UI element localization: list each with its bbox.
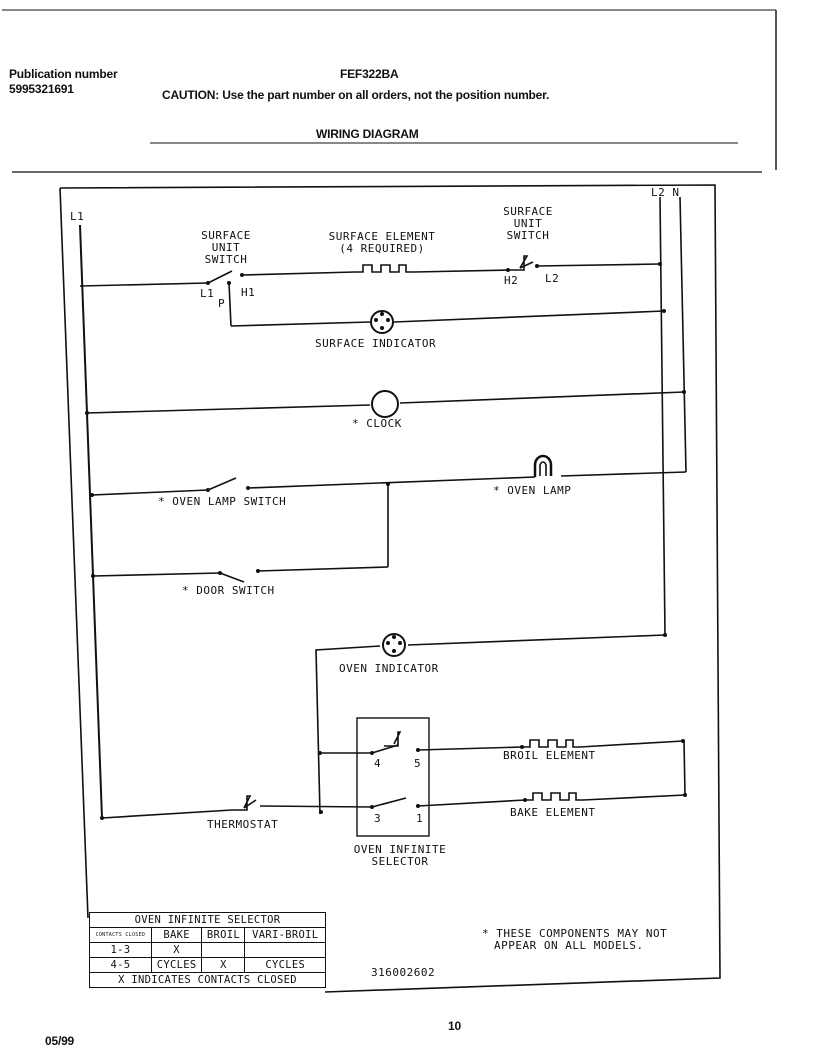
surface-unit-switch-right-label-2: UNIT (513, 217, 543, 230)
surface-unit-switch-right-label-1: SURFACE (503, 205, 553, 218)
surface-indicator-label: SURFACE INDICATOR (315, 337, 437, 350)
surface-unit-switch-left-label-3: SWITCH (204, 253, 248, 266)
oven-lamp-switch-label: * OVEN LAMP SWITCH (158, 495, 287, 508)
thermostat-label: THERMOSTAT (207, 818, 279, 831)
table-row: 1-3 X (89, 942, 326, 958)
oven-lamp-icon (533, 454, 553, 477)
oven-indicator-label: OVEN INDICATOR (339, 662, 439, 675)
models-note-line-2: APPEAR ON ALL MODELS. (494, 939, 644, 952)
model-number: FEF322BA (340, 67, 399, 81)
selector-terminal-4: 4 (374, 757, 382, 770)
oven-infinite-selector-label-1: OVEN INFINITE (353, 843, 447, 856)
date-code: 05/99 (45, 1034, 75, 1048)
bake-element-label: BAKE ELEMENT (510, 806, 596, 819)
oven-infinite-selector-label-2: SELECTOR (371, 855, 429, 868)
switch-h1-label: H1 (241, 286, 256, 299)
publication-label: Publication number (9, 67, 118, 81)
oven-indicator-icon (382, 633, 406, 657)
switch-p-label: P (218, 297, 226, 310)
page-title: WIRING DIAGRAM (316, 127, 419, 141)
selector-table-col-vari-broil: VARI-BROIL (244, 927, 326, 943)
switch-l2-label: L2 (545, 272, 560, 285)
selector-table-corner: CONTACTS CLOSED (89, 927, 152, 943)
publication-number: 5995321691 (9, 82, 74, 96)
table-cell: 4-5 (89, 957, 152, 973)
switch-h2-label: H2 (504, 274, 519, 287)
selector-terminal-5: 5 (414, 757, 422, 770)
models-note-line-1: * THESE COMPONENTS MAY NOT (482, 927, 668, 940)
surface-unit-switch-left-label-2: UNIT (211, 241, 241, 254)
selector-table-title: OVEN INFINITE SELECTOR (89, 912, 326, 928)
surface-element-quantity-label: (4 REQUIRED) (339, 242, 425, 255)
switch-l1-label: L1 (200, 287, 215, 300)
selector-terminal-1: 1 (416, 812, 424, 825)
door-switch-label: * DOOR SWITCH (182, 584, 275, 597)
page-number: 10 (448, 1019, 461, 1033)
selector-table-footer: X INDICATES CONTACTS CLOSED (89, 972, 326, 988)
table-cell: X (201, 957, 246, 973)
table-cell: 1-3 (89, 942, 152, 958)
surface-indicator-icon (370, 310, 394, 334)
table-cell (244, 942, 326, 958)
oven-lamp-label: * OVEN LAMP (493, 484, 572, 497)
part-number: 316002602 (371, 966, 436, 979)
clock-label: * CLOCK (352, 417, 402, 430)
l2-n-terminal-label: L2 N (651, 186, 680, 199)
clock-icon (371, 390, 399, 418)
selector-table: OVEN INFINITE SELECTOR CONTACTS CLOSED B… (89, 912, 326, 988)
table-cell: X (150, 942, 203, 958)
surface-unit-switch-left-label-1: SURFACE (201, 229, 251, 242)
caution-text: CAUTION: Use the part number on all orde… (162, 88, 550, 102)
table-cell: CYCLES (150, 957, 203, 973)
selector-terminal-3: 3 (374, 812, 382, 825)
surface-element-label: SURFACE ELEMENT (328, 230, 436, 243)
surface-unit-switch-right-label-3: SWITCH (506, 229, 550, 242)
selector-table-col-broil: BROIL (201, 927, 246, 943)
table-cell (201, 942, 246, 958)
table-cell: CYCLES (244, 957, 326, 973)
table-row: 4-5 CYCLES X CYCLES (89, 957, 326, 973)
selector-table-col-bake: BAKE (150, 927, 203, 943)
l1-terminal-label: L1 (70, 210, 85, 223)
broil-element-label: BROIL ELEMENT (503, 749, 596, 762)
